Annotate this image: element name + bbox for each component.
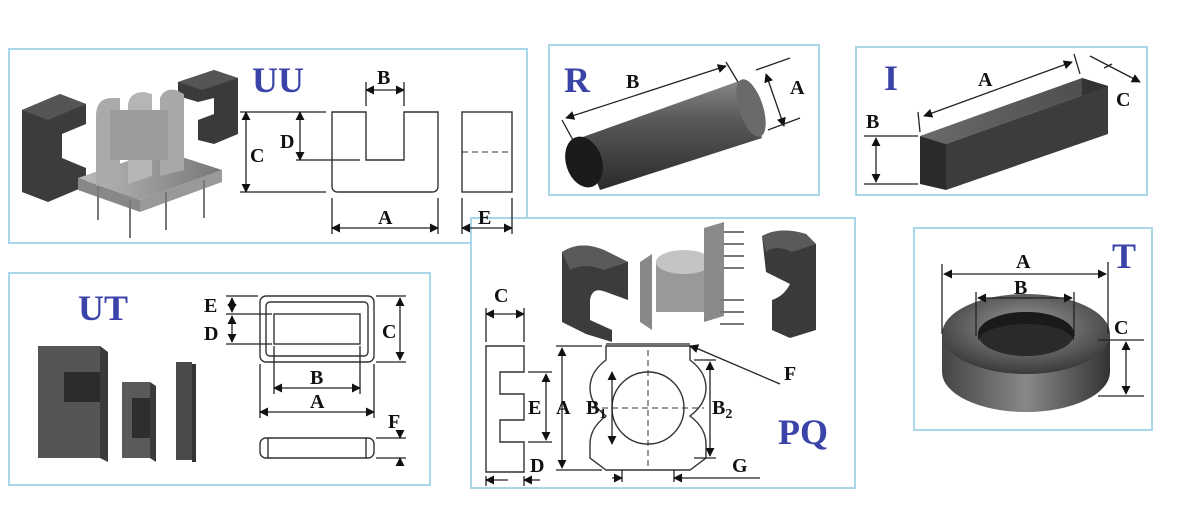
- uu-label-a: A: [378, 207, 393, 229]
- t-label-b: B: [1014, 277, 1027, 299]
- i-label-b: B: [866, 111, 879, 133]
- ut-label-e: E: [204, 295, 217, 317]
- ut-label-b: B: [310, 367, 323, 389]
- uu-front-outline: [331, 111, 439, 193]
- uu-label-b: B: [377, 67, 390, 89]
- pq-label-c: C: [494, 285, 508, 307]
- pq-label-a: A: [556, 397, 571, 419]
- i-label-a: A: [978, 69, 993, 91]
- t-label-c: C: [1114, 317, 1128, 339]
- ut-title: UT: [78, 288, 128, 328]
- r-label-b: B: [626, 71, 639, 93]
- uu-panel: [8, 48, 528, 244]
- ut-label-c: C: [382, 321, 396, 343]
- i-label-c: C: [1116, 89, 1130, 111]
- pq-label-b1: B1: [586, 397, 606, 422]
- pq-label-g: G: [732, 455, 748, 477]
- ut-label-f: F: [388, 411, 400, 433]
- pq-title: PQ: [778, 412, 828, 452]
- ut-label-d: D: [204, 323, 218, 345]
- ut-label-a: A: [310, 391, 325, 413]
- r-rod-photo: [565, 79, 766, 190]
- uu-label-d: D: [280, 131, 294, 153]
- pq-label-d: D: [530, 455, 544, 477]
- t-label-a: A: [1016, 251, 1031, 273]
- t-title: T: [1112, 236, 1136, 276]
- pq-label-f: F: [784, 363, 796, 385]
- pq-label-b2: B2: [712, 397, 732, 422]
- uu-core-photo: [22, 70, 238, 238]
- uu-label-e: E: [478, 207, 491, 229]
- pq-core-photo: [562, 222, 816, 342]
- i-title: I: [884, 58, 898, 98]
- r-title: R: [564, 60, 591, 100]
- uu-title: UU: [252, 60, 304, 100]
- pq-side-outline: [485, 345, 525, 473]
- i-bar-photo: [920, 78, 1108, 190]
- ut-core-photo: [38, 346, 196, 462]
- pq-label-e: E: [528, 397, 541, 419]
- t-toroid-photo: [942, 294, 1110, 412]
- r-label-a: A: [790, 77, 805, 99]
- uu-label-c: C: [250, 145, 264, 167]
